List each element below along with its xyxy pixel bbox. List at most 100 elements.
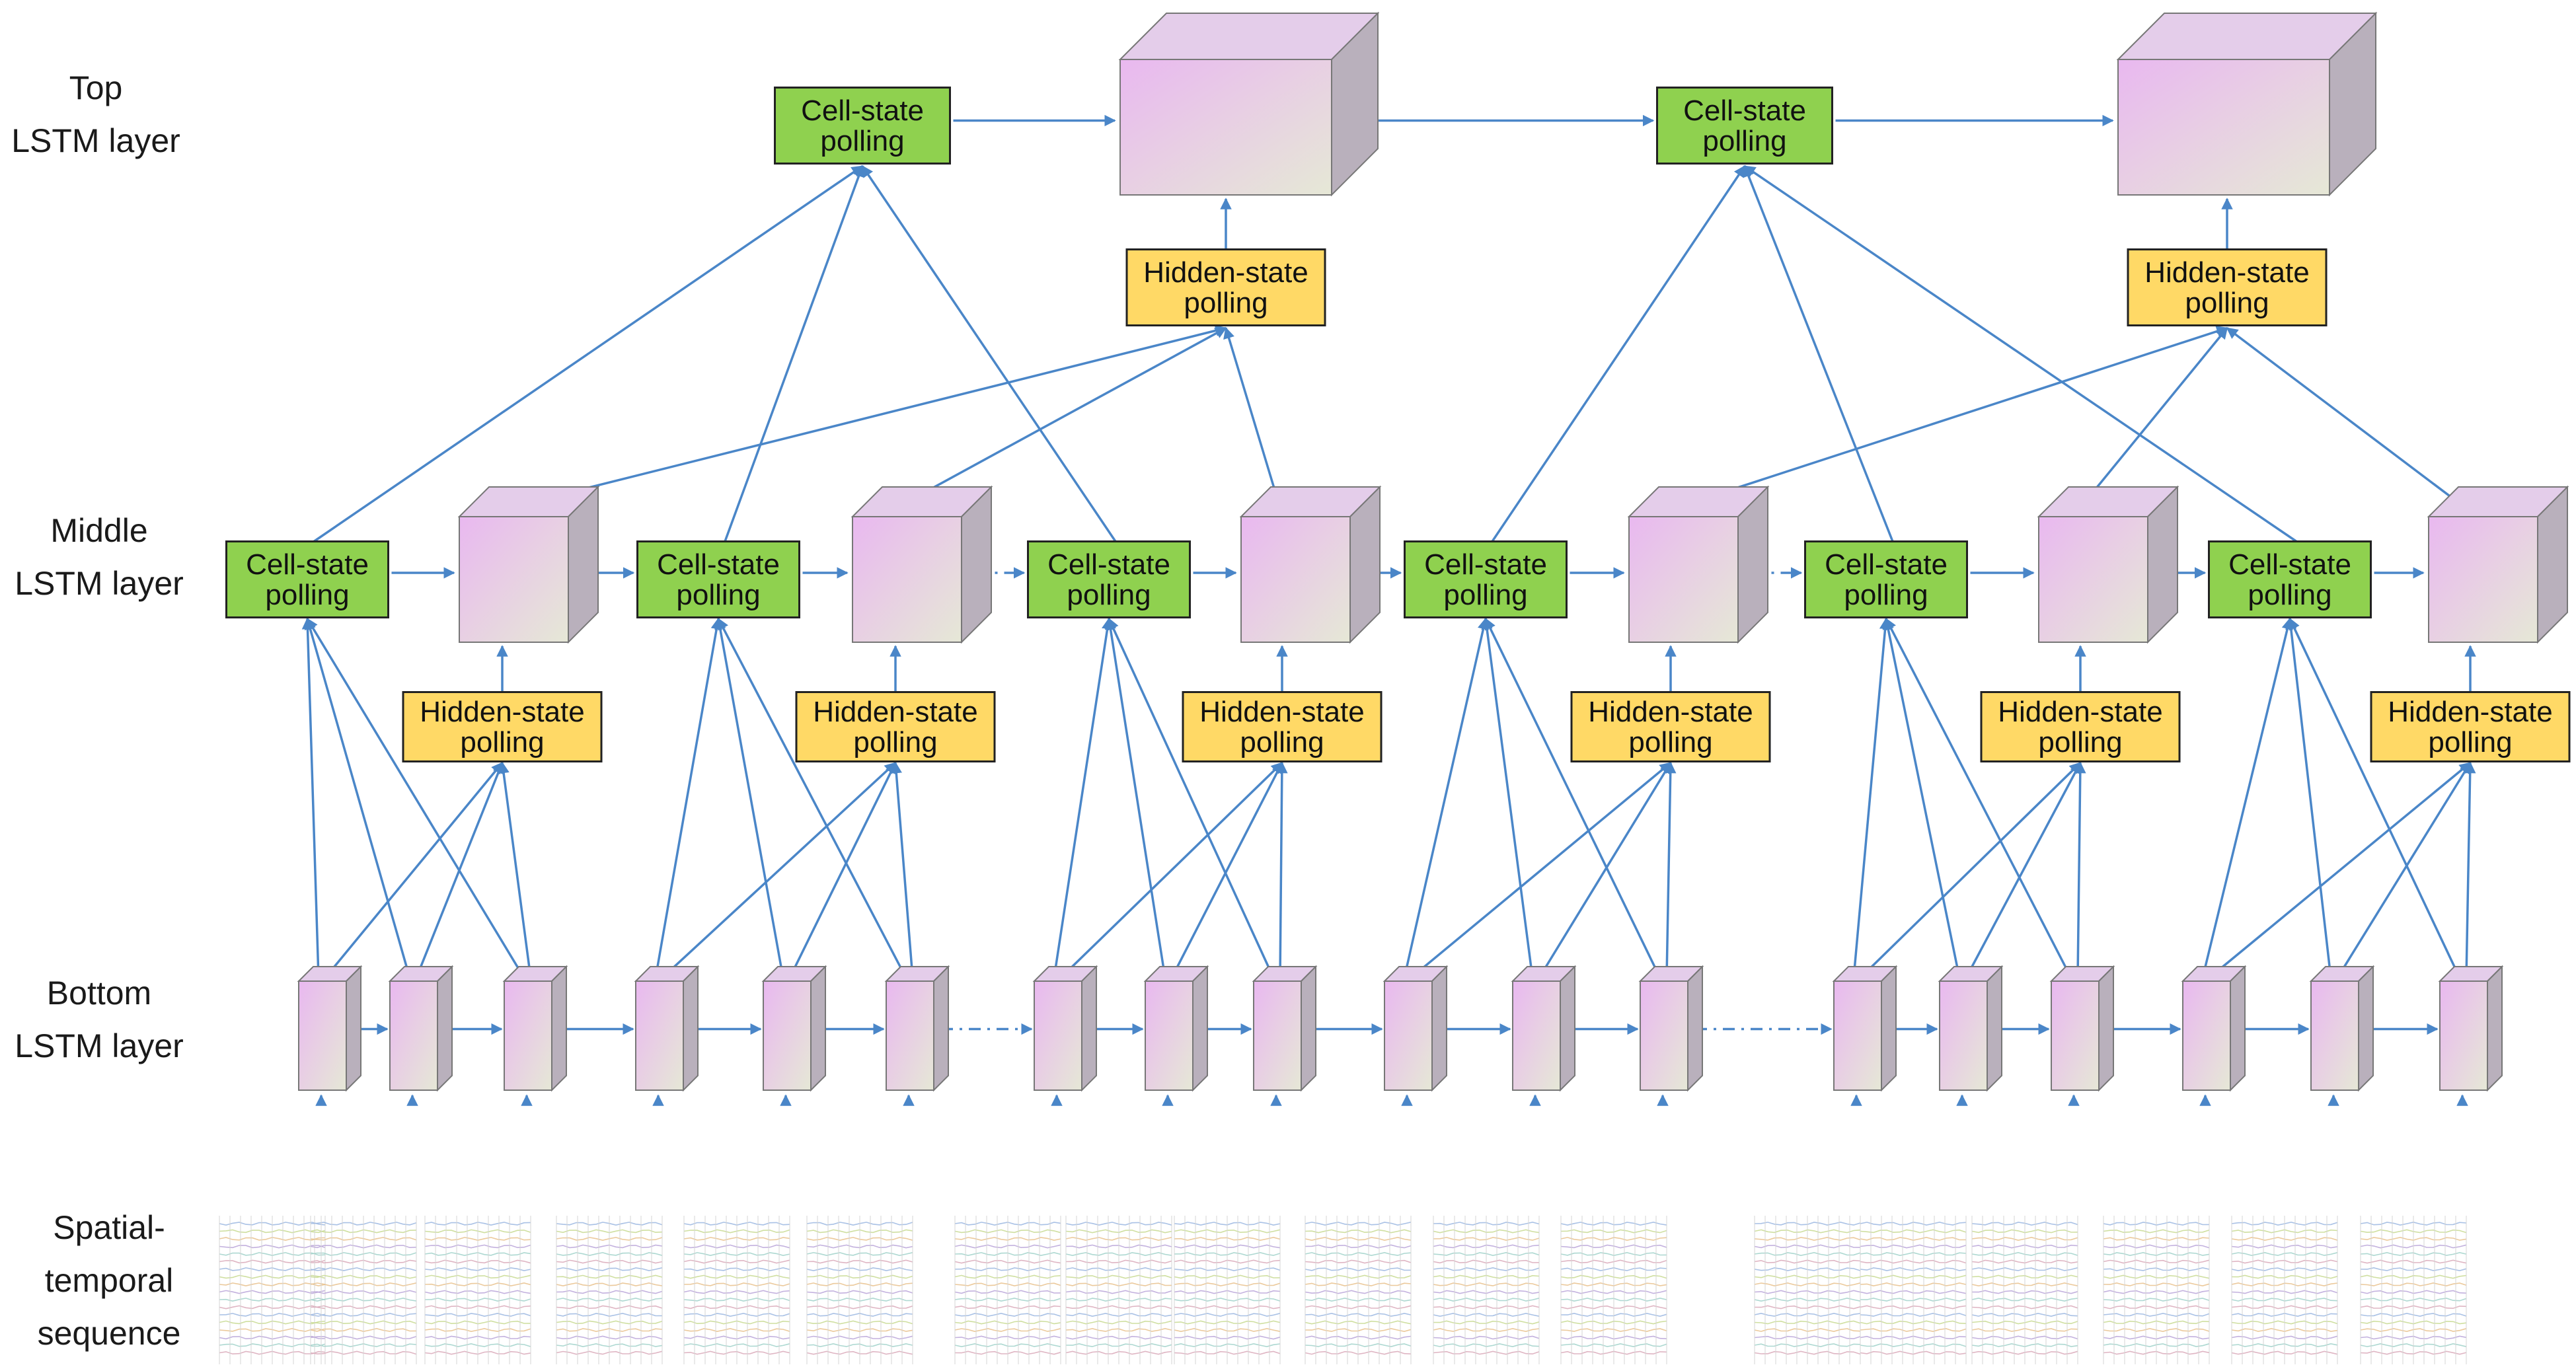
middle-lstm-cell (2037, 485, 2179, 644)
bottom-to-cell-state-arrow (717, 617, 907, 979)
cube-side-face (1687, 965, 1703, 1092)
cube-front-face (2439, 980, 2488, 1091)
bottom-to-hidden-state-arrow (1859, 762, 2082, 979)
cube-front-face (1240, 516, 1351, 643)
middle-cell-state-polling-box (225, 540, 389, 618)
top-hidden-state-polling-text: polling (1184, 287, 1268, 319)
cube-front-face (2182, 980, 2231, 1091)
bottom-lstm-cell (1832, 965, 1898, 1092)
middle-hidden-state-polling-text: polling (2038, 726, 2122, 758)
middle-lstm-cell (851, 485, 993, 644)
cube-side-face (551, 965, 567, 1092)
spatial-temporal-sequence (1065, 1216, 1172, 1364)
middle-to-top-hidden-state-arrow (1223, 326, 1282, 511)
bottom-to-hidden-state-arrow (1538, 762, 1672, 979)
middle-to-top-cell-state-arrow (313, 165, 864, 542)
bottom-to-cell-state-arrow (1885, 617, 2072, 979)
cube-front-face (1384, 980, 1433, 1091)
cube-front-face (1939, 980, 1988, 1091)
bottom-lstm-cell (2049, 965, 2115, 1092)
bottom-to-cell-state-arrow (2289, 617, 2461, 979)
middle-layer-label-line2: LSTM layer (15, 565, 184, 602)
bottom-to-hidden-state-arrow (661, 762, 897, 979)
bottom-to-hidden-state-arrow (1276, 761, 1288, 979)
input-sequences (219, 1216, 2467, 1364)
bottom-to-cell-state-arrow (1882, 617, 1961, 979)
cube-side-face (2230, 965, 2246, 1092)
bottom-to-hidden-state-arrow (1664, 761, 1677, 979)
bottom-lstm-cell (1511, 965, 1577, 1092)
bottom-to-hidden-state-arrow (498, 761, 532, 979)
cube-side-face (810, 965, 826, 1092)
middle-cell-state-polling-text: polling (265, 579, 349, 611)
bottom-to-cell-state-arrow (1053, 617, 1114, 979)
cube-side-face (1192, 965, 1208, 1092)
middle-hidden-state-polling-box (1570, 691, 1771, 762)
top-lstm-cell (2116, 11, 2378, 197)
top-lstm-cell (1118, 11, 1380, 197)
spatial-temporal-sequence (683, 1216, 790, 1364)
spatial-temporal-sequence (556, 1216, 663, 1364)
bottom-lstm-cell (634, 965, 700, 1092)
cube-side-face (683, 965, 699, 1092)
bottom-lstm-cell (1638, 965, 1704, 1092)
spatial-temporal-sequence (219, 1216, 326, 1364)
middle-cell-state-polling-text: polling (676, 579, 760, 611)
bottom-to-hidden-state-arrow (2074, 761, 2086, 979)
bottom-layer-label-line1: Bottom (47, 975, 151, 1012)
bottom-to-hidden-state-arrow (2208, 762, 2472, 979)
bottom-lstm-cell (388, 965, 454, 1092)
spatial-temporal-sequence (1305, 1216, 1412, 1364)
cube-side-face (2487, 965, 2503, 1092)
middle-to-top-cell-state-arrow (1743, 165, 1894, 542)
middle-hidden-state-polling-text: polling (853, 726, 937, 758)
bottom-to-cell-state-arrow (1403, 617, 1490, 979)
bottom-lstm-cell (1143, 965, 1209, 1092)
middle-to-top-cell-state-arrow (724, 165, 864, 542)
bottom-to-hidden-state-arrow (2336, 762, 2472, 979)
bottom-to-hidden-state-arrow (890, 761, 914, 979)
cube-front-face (1512, 980, 1561, 1091)
bottom-layer-label: Bottom LSTM layer (15, 975, 184, 1064)
middle-hidden-state-polling-text: Hidden-state (813, 696, 977, 728)
middle-cell-state-polling-text: Cell-state (1825, 548, 1948, 581)
cube-front-face (2117, 59, 2330, 196)
bottom-layer-label-line2: LSTM layer (15, 1027, 184, 1064)
top-cell-state-polling-text: polling (1702, 125, 1786, 157)
input-label-line3: sequence (38, 1315, 181, 1352)
spatial-temporal-sequence (806, 1216, 913, 1364)
cube-side-face (1987, 965, 2002, 1092)
top-cell-state-polling-box (1656, 87, 1833, 165)
bottom-to-hidden-state-arrow (1059, 762, 1283, 979)
bottom-lstm-cell (2309, 965, 2375, 1092)
middle-to-top-hidden-state-arrow (1668, 326, 2228, 511)
cube-side-face (2358, 965, 2374, 1092)
top-hidden-state-polling-text: Hidden-state (2144, 256, 2309, 289)
spatial-temporal-sequence (424, 1216, 531, 1364)
middle-to-top-hidden-state-arrow (891, 326, 1227, 511)
top-hidden-state-polling-text: polling (2185, 287, 2269, 319)
middle-lstm-cell (1239, 485, 1382, 644)
cube-front-face (2310, 980, 2359, 1091)
bottom-to-cell-state-arrow (1108, 617, 1275, 979)
cube-side-face (437, 965, 453, 1092)
cube-side-face (1560, 965, 1575, 1092)
middle-hidden-state-polling-box (402, 691, 603, 762)
top-cell-state-polling-box (774, 87, 951, 165)
middle-cell-state-polling-text: Cell-state (1047, 548, 1170, 581)
spatial-temporal-sequence (954, 1216, 1061, 1364)
middle-hidden-state-polling-box (795, 691, 996, 762)
spatial-temporal-sequence (2360, 1216, 2467, 1364)
spatial-temporal-sequence (310, 1216, 417, 1364)
top-layer-label: Top LSTM layer (11, 69, 180, 159)
